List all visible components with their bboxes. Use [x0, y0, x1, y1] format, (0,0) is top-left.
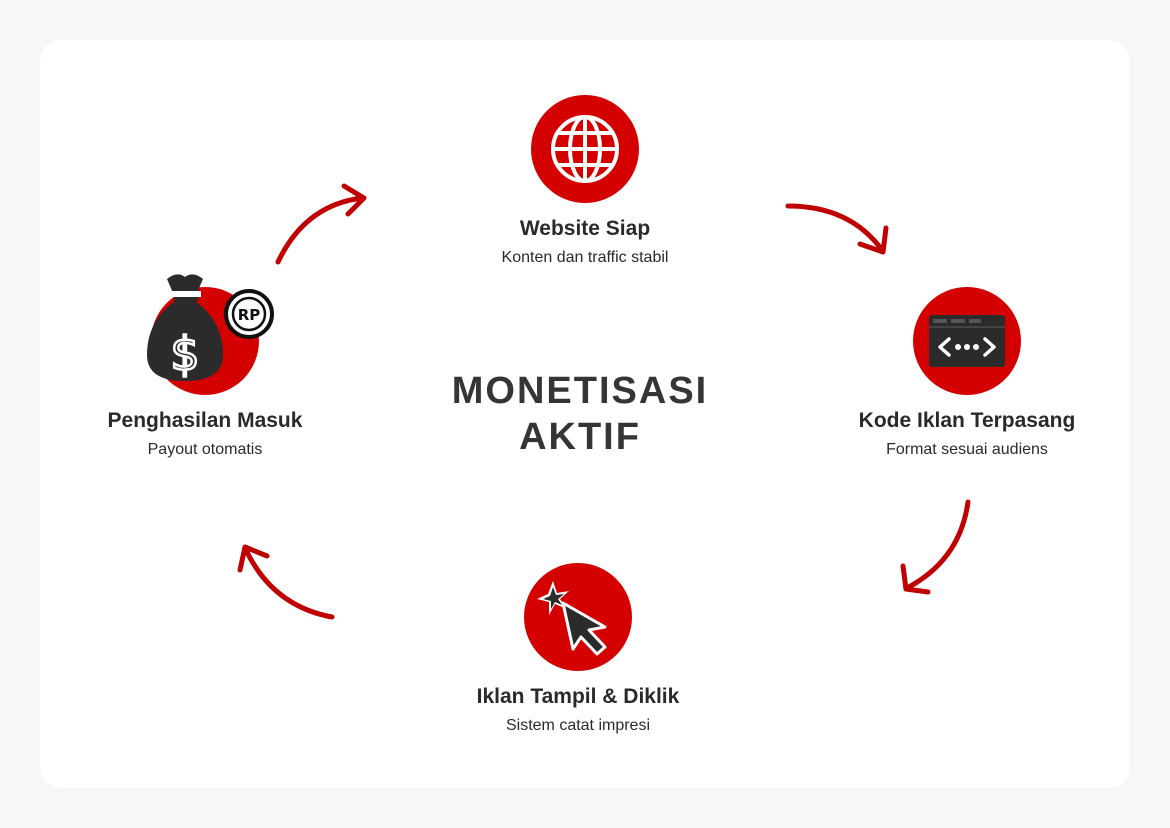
- cursor-click-icon: [537, 581, 607, 656]
- step-penghasilan: $ RP Penghasilan Masuk Payout otomatis: [45, 274, 365, 459]
- step-title: Penghasilan Masuk: [107, 409, 303, 432]
- code-window-icon: [929, 315, 1005, 367]
- step-kode-iklan: Kode Iklan Terpasang Format sesuai audie…: [807, 287, 1127, 459]
- step-icon-circle: [913, 287, 1021, 395]
- svg-text:$: $: [170, 327, 199, 381]
- center-title-line1: MONETISASI: [451, 370, 709, 412]
- step-title: Website Siap: [519, 217, 651, 240]
- rp-badge-label: RP: [238, 306, 261, 324]
- step-icon-circle: [531, 95, 639, 203]
- step-title: Kode Iklan Terpasang: [858, 409, 1076, 432]
- center-title: MONETISASI AKTIF: [410, 368, 750, 460]
- step-website-siap: Website Siap Konten dan traffic stabil: [425, 95, 745, 267]
- step-title: Iklan Tampil & Diklik: [476, 685, 680, 708]
- money-bag-icon: $ RP: [147, 274, 274, 382]
- center-title-line2: AKTIF: [519, 416, 641, 458]
- step-subtitle: Payout otomatis: [147, 441, 263, 458]
- step-subtitle: Sistem catat impresi: [505, 717, 651, 734]
- step-icon-circle: [524, 563, 632, 671]
- step-icon-circle: $ RP: [147, 274, 274, 395]
- step-subtitle: Format sesuai audiens: [886, 441, 1048, 458]
- step-subtitle: Konten dan traffic stabil: [501, 249, 669, 266]
- step-iklan-tampil: Iklan Tampil & Diklik Sistem catat impre…: [418, 563, 738, 735]
- globe-icon: [551, 115, 619, 183]
